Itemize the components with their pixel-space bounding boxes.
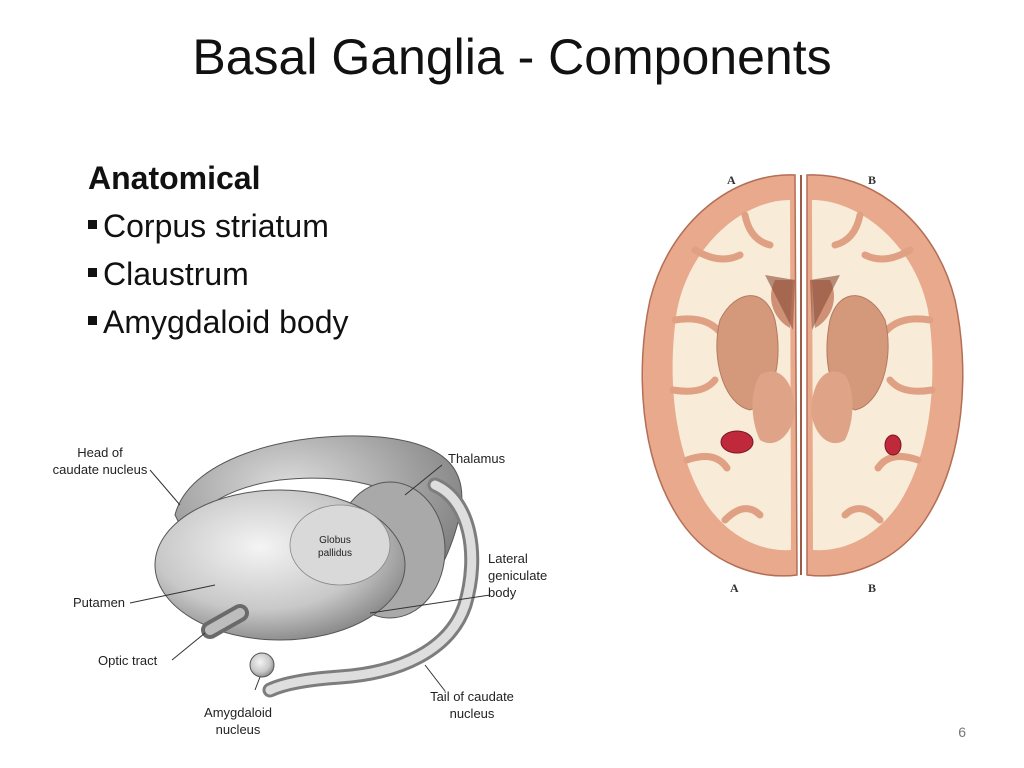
- brain-horizontal-section: A B A B: [641, 173, 964, 595]
- label-head-caudate-2: caudate nucleus: [53, 462, 148, 477]
- bullet-text: Claustrum: [103, 256, 249, 292]
- slide-title: Basal Ganglia - Components: [192, 29, 832, 85]
- amygdaloid-nucleus-shape: [249, 652, 275, 678]
- square-bullet-icon: [88, 268, 97, 278]
- bullet-text: Amygdaloid body: [103, 304, 349, 340]
- section-heading: Anatomical: [88, 160, 261, 196]
- marker-b-top: B: [868, 173, 876, 187]
- globus-pallidus-shape: [289, 504, 391, 586]
- basal-ganglia-illustration: Head of caudate nucleus Thalamus Globus …: [53, 435, 547, 737]
- label-optic-tract: Optic tract: [98, 653, 158, 668]
- label-thalamus: Thalamus: [448, 451, 506, 466]
- label-globus: Globus: [319, 535, 351, 546]
- marker-a-bottom: A: [730, 581, 739, 595]
- label-head-caudate: Head of: [77, 445, 123, 460]
- marker-a-top: A: [727, 173, 736, 187]
- bullet-item: Corpus striatum: [88, 202, 348, 250]
- label-geniculate: geniculate: [488, 568, 547, 583]
- bullet-list: Anatomical Corpus striatum Claustrum Amy…: [88, 154, 348, 346]
- right-choroid-plexus: [884, 434, 902, 456]
- slide-number: 6: [958, 724, 966, 740]
- label-pallidus: pallidus: [318, 548, 352, 559]
- bullet-item: Amygdaloid body: [88, 298, 348, 346]
- square-bullet-icon: [88, 316, 97, 326]
- label-amygdaloid-nucleus: nucleus: [216, 722, 261, 737]
- left-choroid-plexus: [720, 430, 754, 454]
- lateral-ventricle-left: [765, 275, 795, 330]
- square-bullet-icon: [88, 220, 97, 230]
- label-tail-nucleus: nucleus: [450, 706, 495, 721]
- left-thalamus: [752, 371, 795, 444]
- label-putamen: Putamen: [73, 595, 125, 610]
- bullet-text: Corpus striatum: [103, 208, 329, 244]
- label-body: body: [488, 585, 517, 600]
- lateral-ventricle-right: [810, 275, 840, 330]
- label-lateral: Lateral: [488, 551, 528, 566]
- label-tail-caudate: Tail of caudate: [430, 689, 514, 704]
- right-thalamus: [811, 371, 853, 444]
- bullet-item: Claustrum: [88, 250, 348, 298]
- marker-b-bottom: B: [868, 581, 876, 595]
- label-amygdaloid: Amygdaloid: [204, 705, 272, 720]
